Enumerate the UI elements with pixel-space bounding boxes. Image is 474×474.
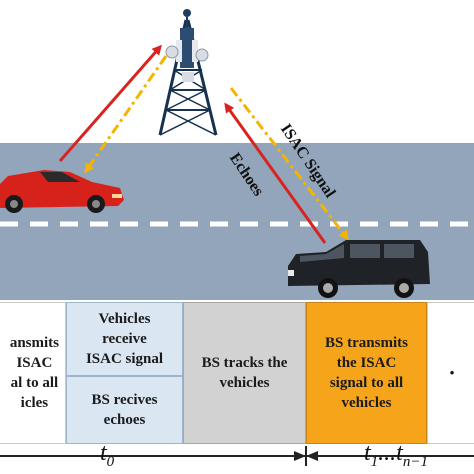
van-icon (288, 240, 430, 298)
sports-car-icon (0, 170, 124, 213)
box-bs-transmits-text: BS transmits the ISAC signal to all vehi… (325, 335, 408, 411)
box-bs-transmits: BS transmits the ISAC signal to all vehi… (306, 302, 427, 444)
box-bs-receives-echoes-text: BS recives echoes (91, 392, 158, 428)
box-vehicles-receive-text: Vehicles receive ISAC signal (85, 311, 164, 367)
box-continuation: · (427, 302, 474, 444)
t1-base: t (364, 440, 371, 466)
echo-arrow-van (224, 102, 327, 244)
box-bs-tracks-text: BS tracks the vehicles (201, 355, 288, 391)
box-bs-tracks: BS tracks the vehicles (183, 302, 306, 444)
t1-sub: 1 (370, 453, 379, 470)
box-vehicles-receive: Vehicles receive ISAC signal (66, 302, 183, 376)
echo-arrow-car (58, 44, 162, 162)
base-station-tower-icon (158, 9, 218, 136)
t0-label: t0 (100, 440, 114, 471)
box-bs-receives-echoes: BS recives echoes (66, 376, 183, 444)
box-continuation-dot: · (448, 360, 456, 385)
t0-arrowhead (294, 451, 306, 461)
box-transmit-partial: ansmits ISAC al to all icles (0, 302, 66, 444)
t0-sub: 0 (106, 453, 115, 470)
t1-arrowhead (306, 451, 318, 461)
isac-arrow-car (84, 55, 168, 174)
box-transmit-partial-text: ansmits ISAC al to all icles (9, 335, 59, 411)
tn-sub: n−1 (402, 453, 428, 470)
t0-base: t (100, 440, 107, 466)
t1-tn-label: t1...tn−1 (364, 440, 428, 471)
tn-mid: ...t (378, 440, 403, 466)
